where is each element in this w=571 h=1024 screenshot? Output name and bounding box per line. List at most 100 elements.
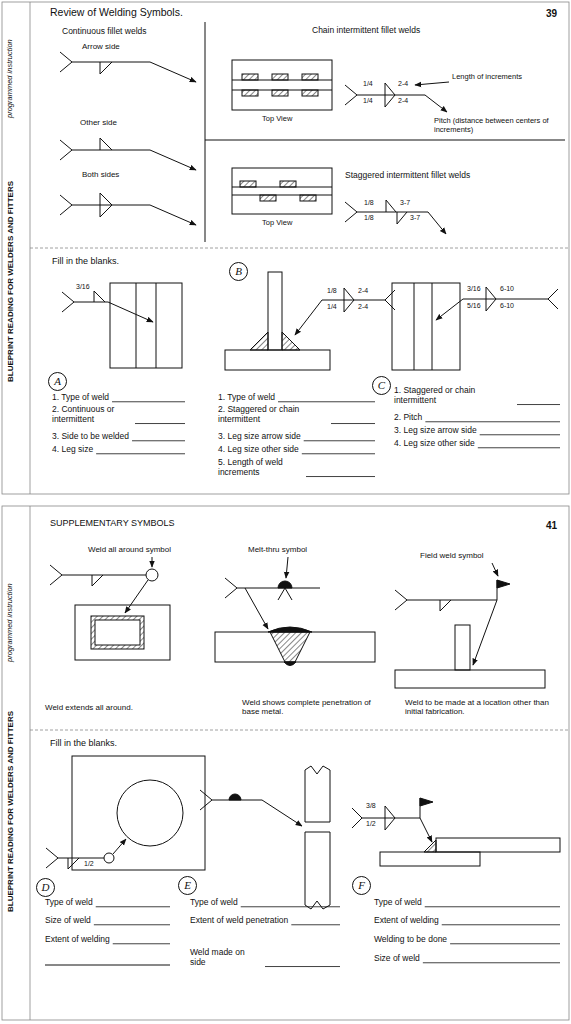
exercise-letter: C [372, 376, 391, 395]
drawing-stroke [242, 74, 318, 96]
caption-text: Arrow side [82, 42, 120, 51]
drawing-stroke [425, 95, 447, 112]
drawing-stroke [94, 291, 105, 302]
answer-blank [480, 434, 560, 435]
drawing-stroke [75, 605, 170, 660]
answer-blank [135, 423, 185, 424]
drawing-stroke [344, 288, 354, 312]
question-text: 4. Leg size [52, 445, 93, 455]
drawing-stroke [455, 625, 470, 670]
drawing-stroke [232, 60, 332, 110]
drawing-stroke [240, 181, 316, 201]
side-title: BLUEPRINT READING FOR WELDERS AND FITTER… [6, 711, 15, 912]
weld-dimension: 6-10 [500, 285, 514, 293]
answer-blank [306, 476, 375, 477]
weld-dimension: 3-7 [400, 199, 410, 207]
exercise-letter-text: E [184, 880, 191, 891]
weld-dimension: 1/4 [363, 97, 373, 105]
drawing-stroke [420, 818, 432, 842]
weld-dimension: 2-4 [358, 303, 368, 311]
caption-text: Weld all around symbol [88, 545, 171, 554]
drawing-stroke [492, 563, 498, 576]
exercise-letter-text: A [54, 376, 61, 387]
weld-dimension: 5/16 [467, 302, 481, 310]
answer-blank [304, 440, 375, 441]
side-title: programmed instruction [6, 39, 15, 118]
weld-dimension: 2-4 [358, 287, 368, 295]
weld-dimension: 3/16 [467, 285, 481, 293]
drawing-stroke [100, 193, 112, 217]
drawing-stroke [278, 581, 292, 588]
drawing-stroke [117, 780, 183, 846]
drawing-stroke [395, 590, 497, 610]
drawing-stroke [100, 62, 112, 74]
drawing-stroke [95, 620, 140, 645]
caption-text: 39 [546, 8, 557, 20]
drawing-stroke [225, 578, 320, 598]
drawing-stroke [245, 588, 268, 629]
question-text: Weld made on side [190, 948, 262, 968]
drawing-stroke [91, 616, 144, 649]
caption-text: SUPPLEMENTARY SYMBOLS [50, 518, 175, 528]
weld-dimension: 1/8 [364, 199, 374, 207]
drawing-stroke [302, 90, 318, 96]
caption-text: Fill in the blanks. [52, 256, 119, 266]
drawing-stroke [242, 74, 258, 80]
caption-text: Weld to be made at a location other than… [405, 698, 555, 716]
answer-blank [96, 453, 185, 454]
drawing-stroke [414, 283, 415, 370]
weld-dimension: 1/8 [364, 214, 374, 222]
weld-dimension: 1/2 [84, 860, 94, 868]
question-text: Size of weld [45, 916, 91, 926]
drawing-stroke [108, 302, 153, 322]
drawing-stroke [440, 600, 451, 611]
question-text: Extent of welding [374, 916, 439, 926]
drawing-stroke [30, 730, 569, 731]
drawing-stroke [150, 205, 196, 225]
answer-blank [517, 404, 560, 405]
drawing-stroke [232, 168, 332, 214]
exercise-letter: F [352, 876, 371, 895]
caption-text: Melt-thru symbol [248, 545, 307, 554]
drawing-stroke [286, 557, 288, 578]
drawing-stroke [46, 848, 104, 868]
drawing-stroke [295, 300, 322, 335]
question-text: 2. Staggered or chain intermittent [218, 405, 328, 425]
drawing-stroke [30, 248, 569, 249]
drawing-stroke [136, 283, 137, 368]
answer-blank [478, 447, 560, 448]
drawing-stroke [100, 138, 112, 150]
caption-text: Chain intermittent fillet welds [312, 26, 420, 36]
drawing-stroke [415, 82, 449, 85]
exercise-letter-text: F [358, 880, 365, 891]
question-text: Extent of weld penetration [190, 916, 288, 926]
drawing-stroke [424, 840, 436, 852]
exercise-letter: D [36, 878, 55, 897]
answer-blank [96, 906, 170, 907]
question-text: Welding to be done [374, 935, 447, 945]
question-text: Type of weld [374, 898, 422, 908]
caption-text: Field weld symbol [420, 551, 484, 560]
drawing-stroke [152, 557, 153, 567]
drawing-stroke [497, 580, 510, 588]
drawing-stroke [268, 627, 312, 632]
drawing-stroke [305, 832, 330, 909]
drawing-stroke [385, 83, 395, 107]
caption-text: Top View [262, 219, 292, 228]
drawing-stroke [72, 756, 205, 870]
drawing-stroke [150, 62, 196, 82]
drawing-stroke [395, 670, 545, 688]
drawing-stroke [232, 195, 332, 196]
drawing-stroke [270, 632, 310, 662]
exercise-letter: A [48, 372, 67, 391]
drawing-stroke [284, 662, 296, 666]
drawing-stroke [205, 140, 565, 141]
weld-symbols [45, 22, 565, 965]
drawing-stroke [225, 350, 330, 370]
drawing-stroke [272, 74, 288, 80]
weld-dimension: 1/8 [327, 287, 337, 295]
answer-blank [112, 401, 185, 402]
drawing-stroke [272, 90, 288, 96]
